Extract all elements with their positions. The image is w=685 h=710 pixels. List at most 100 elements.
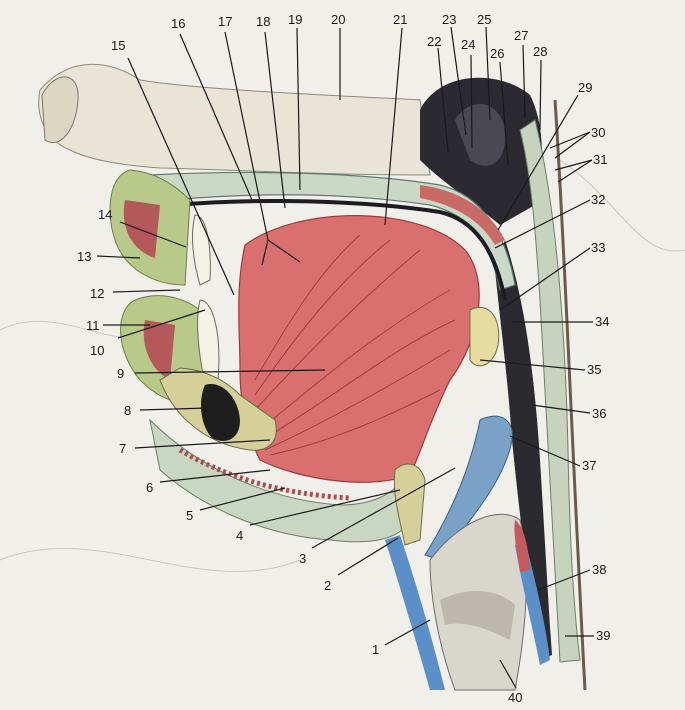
label-1: 1 [372,642,379,657]
palate-gland-layer [420,185,505,245]
label-16: 16 [171,16,185,31]
leader-40 [499,659,517,689]
label-28: 28 [533,44,547,59]
pharyngeal-lumen [495,240,552,660]
label-5: 5 [186,508,193,523]
label-33: 33 [591,240,605,255]
leader-33 [499,247,591,311]
leader-17b [261,239,269,266]
upper-lip-muscle [123,200,160,258]
label-35: 35 [587,362,601,377]
leader-22 [437,47,449,153]
leader-8 [139,407,209,411]
label-40: 40 [508,690,522,705]
label-14: 14 [98,207,112,222]
upper-incisor [192,214,211,286]
vertebral-column-edge [553,99,587,691]
label-11: 11 [86,318,100,333]
label-30: 30 [591,125,605,140]
leader-10 [117,309,206,339]
leader-31b [557,159,593,183]
leader-15 [127,57,235,296]
vocal-fold [440,590,515,640]
label-8: 8 [124,403,131,418]
mandible-spongy-bone [200,384,240,441]
leader-35 [479,359,586,371]
leader-4 [249,489,401,526]
leader-13 [96,255,141,259]
leader-26 [499,61,509,166]
label-9: 9 [117,366,124,381]
label-19: 19 [288,12,302,27]
palate [148,171,516,291]
leader-6 [159,469,271,483]
label-12: 12 [90,286,104,301]
label-18: 18 [256,14,270,29]
submucosal-glands [178,447,351,501]
label-37: 37 [582,458,596,473]
label-25: 25 [477,12,491,27]
leader-14 [119,221,187,248]
leader-36 [531,404,591,414]
leader-28 [539,59,542,131]
leader-18 [264,31,286,209]
leader-25 [485,26,491,121]
thyroid-cartilage-front [385,535,445,690]
leader-21 [384,27,403,226]
leader-37 [509,435,581,467]
label-36: 36 [592,406,606,421]
label-24: 24 [461,37,475,52]
label-10: 10 [90,343,104,358]
leader-9 [134,369,326,374]
leader-17 [224,31,269,241]
leader-24 [470,54,473,149]
label-34: 34 [595,314,609,329]
tongue-muscle-fibers [254,234,456,456]
label-26: 26 [490,46,504,61]
leader-16 [179,33,253,201]
label-23: 23 [442,12,456,27]
label-2: 2 [324,578,331,593]
leader-17c [267,239,301,263]
label-3: 3 [299,551,306,566]
label-39: 39 [596,628,610,643]
label-17: 17 [218,14,232,29]
leader-19 [296,27,301,191]
label-31: 31 [593,152,607,167]
leader-30b [554,131,591,159]
label-13: 13 [77,249,91,264]
number-labels: 1 2 3 4 5 6 7 8 9 10 11 12 13 14 15 16 1… [77,12,610,705]
leader-3 [311,467,456,549]
leader-2 [337,537,399,576]
label-38: 38 [592,562,606,577]
label-6: 6 [146,480,153,495]
leader-31a [554,159,593,171]
anatomical-illustration [0,63,685,691]
label-7: 7 [119,441,126,456]
label-27: 27 [514,28,528,43]
leader-12 [112,289,181,293]
nasopharynx-fold [455,103,506,166]
label-21: 21 [393,12,407,27]
leader-5 [199,487,286,511]
label-4: 4 [236,528,243,543]
lower-lip-muscle [143,320,175,380]
hyoid-region [393,463,426,546]
leader-1 [384,619,431,646]
leader-23 [450,26,467,136]
leader-38 [537,569,591,591]
label-29: 29 [578,80,592,95]
label-22: 22 [427,34,441,49]
leader-30a [549,131,591,149]
oral-cavity-line [174,198,507,301]
posterior-pharyngeal-wall [519,119,581,663]
leader-27 [522,44,526,119]
leader-lines [96,26,594,689]
label-15: 15 [111,38,125,53]
label-20: 20 [331,12,345,27]
arytenoid-muscle [514,520,530,572]
leader-32 [494,199,591,249]
nasal-vestibule [41,76,79,143]
leader-7 [134,439,271,449]
uvula [469,307,500,367]
